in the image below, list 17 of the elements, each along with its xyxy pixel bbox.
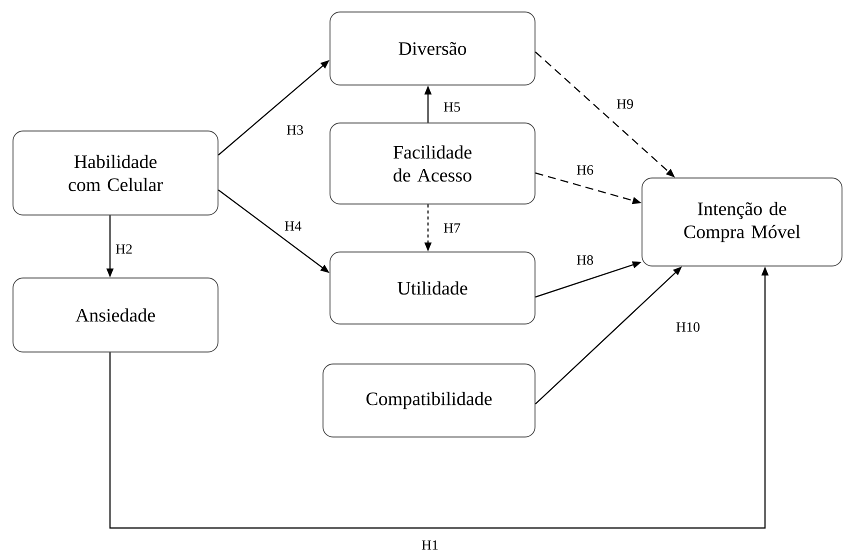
edge-label: H9: [615, 98, 635, 110]
process-box: Utilidade: [330, 252, 536, 324]
process-box: Ansiedade: [12, 278, 218, 352]
edge-label: H1: [420, 539, 440, 551]
process-box: Intenção de Compra Móvel: [642, 178, 842, 266]
edge-label: H4: [283, 220, 303, 232]
edge-label: H2: [114, 243, 134, 255]
edge-label: H7: [442, 222, 462, 234]
edge-label: H8: [575, 254, 595, 266]
edge-label: H10: [674, 321, 702, 333]
process-box: Diversão: [330, 12, 536, 86]
edge-label: H3: [285, 124, 305, 136]
process-box: Habilidade com Celular: [12, 130, 218, 216]
edge-label: H5: [442, 101, 462, 113]
process-box: Compatibilidade: [322, 364, 536, 438]
process-box: Facilidade de Acesso: [330, 122, 536, 204]
edge-label: H6: [575, 164, 595, 176]
